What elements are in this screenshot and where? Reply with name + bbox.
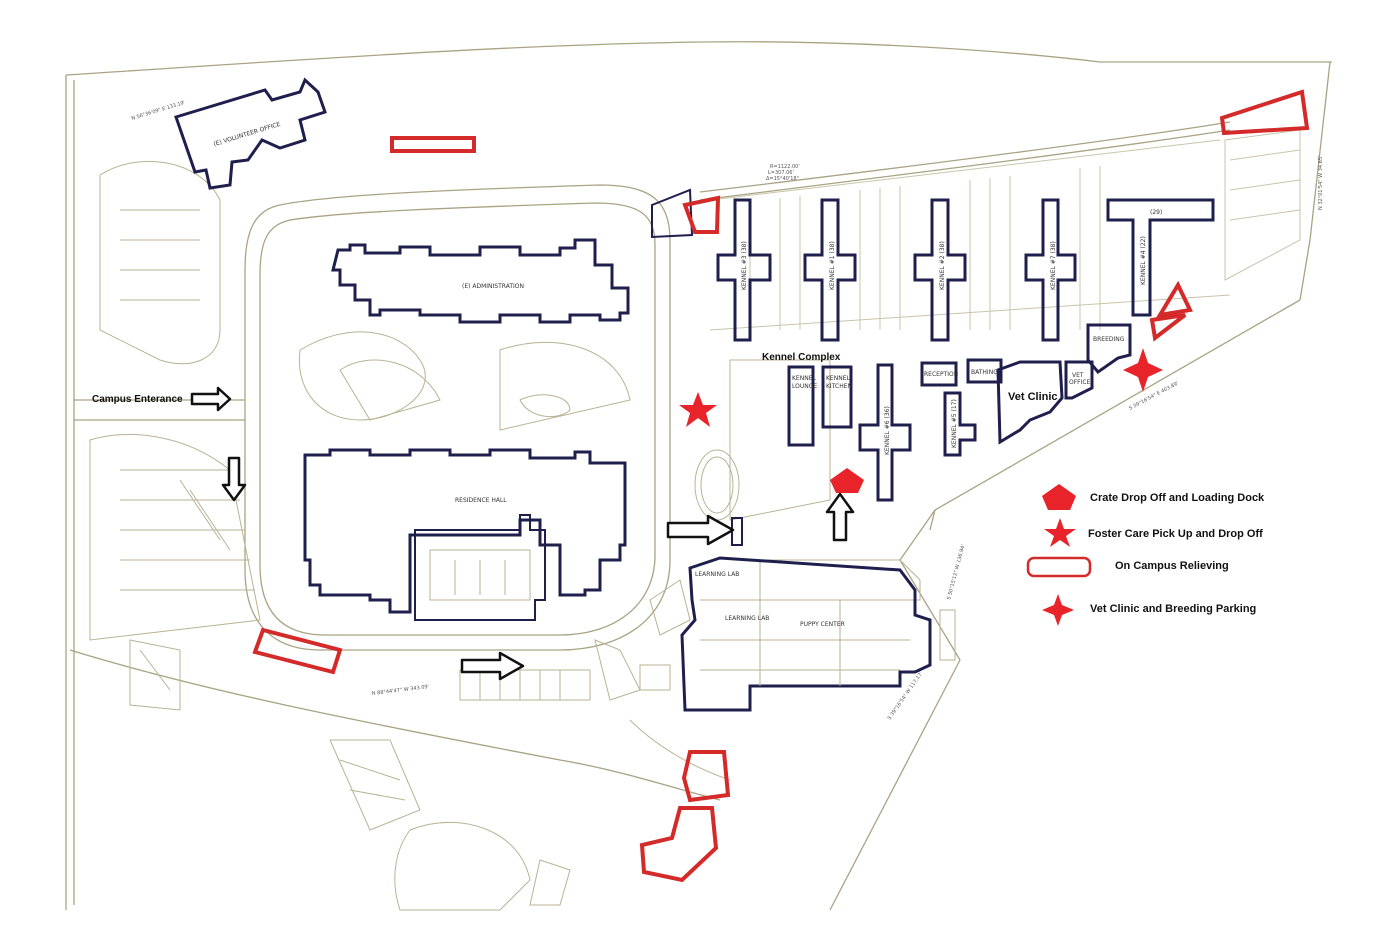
kennel-1-label: KENNEL #1 (38): [829, 241, 836, 290]
puppy-center-label: PUPPY CENTER: [800, 621, 845, 628]
bathing-label: BATHING: [971, 369, 998, 376]
survey-note-s: N 88°44'47" W 343.09': [372, 684, 430, 697]
kennel-3-label: KENNEL #3 (38): [741, 241, 748, 290]
survey-note-curve-delta: Δ=15°40'18": [766, 176, 799, 182]
arrow-right-icon: [666, 514, 735, 546]
reception-label: RECEPTION: [924, 371, 958, 378]
building-labels: (E) VOLUNTEER OFFICE (E) ADMINISTRATION …: [92, 121, 1162, 628]
relieving-area-south-1: [681, 750, 731, 803]
legend-label-relieving: On Campus Relieving: [1115, 560, 1229, 572]
reception-building: [920, 361, 958, 387]
relieving-area-north: [390, 136, 476, 153]
bathing-building: [966, 358, 1003, 384]
arrow-up-icon: [825, 492, 855, 542]
kennel-7-building: [1024, 198, 1077, 342]
kennel-3-building: [716, 198, 772, 342]
learning-lab-label-1: LEARNING LAB: [695, 571, 739, 578]
administration-label: (E) ADMINISTRATION: [462, 283, 524, 290]
learning-lab-label-2: LEARNING LAB: [725, 615, 769, 622]
relieving-areas: [252, 89, 1310, 883]
puppy-center-building: [680, 556, 932, 712]
legend-four-point-star-icon: [1042, 594, 1074, 626]
kennel-complex-label: Kennel Complex: [762, 352, 841, 363]
kennel-6-building: [858, 363, 912, 502]
relieving-area-breeding: [1149, 280, 1193, 342]
kennel-1-building: [803, 198, 857, 342]
legend: Crate Drop Off and Loading Dock Foster C…: [1026, 484, 1265, 626]
kennel-7-label: KENNEL #7 (38): [1050, 241, 1057, 290]
buildings: [174, 77, 1215, 712]
foster-care-star-icon: [679, 392, 717, 427]
survey-note-se: S 50°15'12" W 136.94': [946, 544, 967, 601]
arrow-right-icon: [460, 651, 525, 681]
site-linework: [65, 41, 1332, 911]
kennel-2-label: KENNEL #2 (38): [939, 241, 946, 290]
legend-pentagon-icon: [1042, 484, 1076, 510]
map-markers: [679, 348, 1163, 493]
administration-building: [331, 238, 630, 324]
breeding-label: BREEDING: [1093, 336, 1125, 343]
legend-star-icon: [1044, 518, 1076, 547]
kennel-5-label: KENNEL #5 (17): [951, 399, 958, 448]
campus-entrance-label: Campus Enterance: [92, 394, 183, 405]
arrow-down-icon: [221, 456, 247, 502]
kennel-29-label: (29): [1150, 209, 1162, 216]
residence-hall-courtyard: [414, 514, 546, 621]
kennel-lounge-building: [787, 365, 815, 447]
relieving-area-northeast: [1219, 89, 1310, 136]
kennel-2-building: [913, 198, 967, 342]
residence-hall-building: [303, 448, 627, 614]
legend-label-foster-care: Foster Care Pick Up and Drop Off: [1088, 528, 1263, 540]
legend-label-crate-drop: Crate Drop Off and Loading Dock: [1090, 492, 1265, 504]
survey-note-e2: S 39°16'54" W 117.17': [887, 671, 925, 721]
survey-note-curve-length: L=307.06': [768, 170, 794, 176]
relieving-area-south-lot: [252, 627, 343, 675]
vet-clinic-label: Vet Clinic: [1008, 391, 1058, 403]
legend-label-vet-parking: Vet Clinic and Breeding Parking: [1090, 603, 1256, 615]
kennel-4-label: KENNEL #4 (22): [1140, 236, 1147, 285]
breeding-building: [1086, 323, 1132, 375]
direction-arrows: [190, 386, 855, 681]
survey-note-curve-radius: R=1122.00': [770, 164, 800, 170]
relieving-area-kennel-gate: [682, 195, 721, 234]
survey-annotations: R=1122.00' L=307.06' Δ=15°40'18" N 56°36…: [131, 100, 1324, 721]
arrow-right-icon: [190, 386, 232, 412]
survey-note-ne: N 32°01'54" W 34.65': [1318, 156, 1324, 210]
kennel-kitchen-building: [821, 365, 853, 429]
vet-clinic-building: [996, 360, 1064, 445]
vet-parking-four-point-star-icon: [1123, 348, 1163, 392]
kennel-5-building: [943, 391, 977, 457]
survey-note-e1: S 39°16'54" E 403.89': [1128, 381, 1180, 412]
vet-office-building: [1064, 360, 1094, 400]
crate-drop-pentagon-icon: [830, 468, 864, 493]
legend-rounded-rectangle-icon: [1026, 556, 1092, 578]
relieving-area-south-2: [639, 806, 719, 883]
kennel-4-building: [1106, 198, 1215, 317]
kennel-6-label: KENNEL #6 (36): [884, 406, 891, 455]
volunteer-office-building: [174, 77, 327, 190]
residence-hall-label: RESIDENCE HALL: [455, 497, 507, 504]
